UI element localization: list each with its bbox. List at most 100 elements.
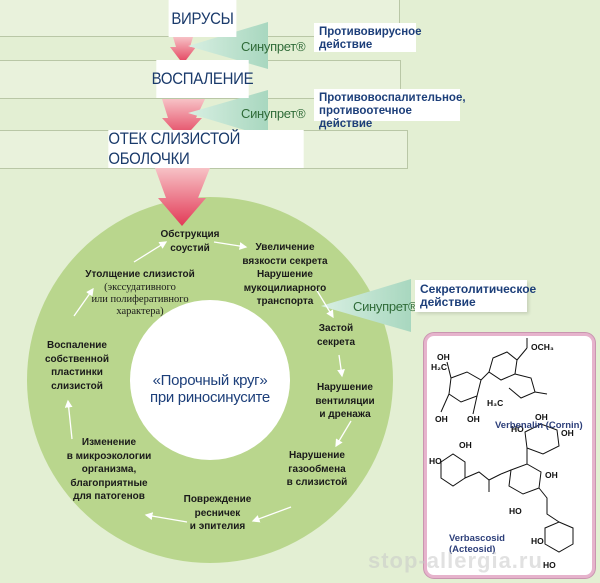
atom-label: OH [435,414,448,424]
cycle-step-thickening: Утолщение слизистой (экссудативного или … [80,268,200,318]
atom-label: H₃C [487,398,503,408]
step-line: Утолщение слизистой [85,269,195,280]
effect-secretolytic-line2: действие [420,295,476,309]
verbenalin-cyclopentanone [508,373,536,399]
atom-label: OH [437,352,450,362]
sinupret-label-3: Синупрет® [353,299,418,314]
verbenalin-pyran-ring [488,351,518,381]
step-line: Обструкция [160,229,220,240]
step-line: транспорта [256,296,314,307]
step-line: газообмена [288,463,346,475]
stage-edema-label: ОТЕК СЛИЗИСТОЙ ОБОЛОЧКИ [108,129,241,168]
step-subline: (экссудативного [104,281,176,293]
step-line: для патогенов [73,491,145,502]
verbascosid-propenoyl-chain [464,471,502,481]
sinupret-label-1: Синупрет® [241,39,306,54]
atom-label: HO [531,536,544,546]
step-line: Нарушение [317,382,373,393]
cycle-step-cilia-damage: Повреждение ресничек и эпителия [180,493,255,534]
verbascosid-ethyl-chain [538,487,560,523]
sinupret-triangle-1 [188,22,268,69]
cycle-step-gas-exchange: Нарушение газообмена в слизистой [282,449,352,490]
atom-label: OCH₃ [531,342,554,352]
effect-antiviral-line1: Противовирусное [319,26,422,38]
verbascosid-phenyl-ring [544,521,574,553]
atom-label: HO [511,424,524,434]
watermark: stop-allergia.ru [368,548,543,573]
sinupret-triangle-3 [321,279,411,332]
cycle-step-ventilation: Нарушение вентиляции и дренажа [310,381,380,422]
step-line: соустий [170,242,210,254]
atom-label: HO [429,456,442,466]
step-line: Воспаление [47,340,107,351]
cycle-arrow-3 [337,354,345,378]
atom-label: OH [535,412,548,422]
atom-label: OH [545,470,558,480]
cycle-step-lamina-inflammation: Воспаление собственной пластинки слизист… [44,339,110,393]
verbenalin-ch2-bond [446,361,452,379]
cycle-arrow-7 [64,399,73,440]
atom-label: OH [459,440,472,450]
verbascosid-ester-link [500,469,512,475]
chemical-structures-drawing: OH H₂C OCH₃ H₃C OH OH OH HO OH HO OH OH … [429,338,574,570]
verbenalin-oh-bond-1 [440,393,450,413]
effect-anti-inflammatory: Противовоспалительное, противоотечное де… [314,89,466,130]
cycle-center [130,300,290,460]
step-line: в микроэкологии [66,450,152,462]
step-line: и дренажа [319,409,371,420]
arrow-inflammation-to-edema [162,99,205,140]
verbascosid-caffeoyl-ring [440,453,466,487]
step-line: Нарушение [289,450,345,461]
effect-secretolytic: Секретолитическое действие [415,280,537,312]
cycle-title: «Порочный круг» при риносинусите [130,372,290,406]
step-line: в слизистой [286,477,348,488]
step-line: ресничек [194,507,241,519]
chemical-structures-panel: OH H₂C OCH₃ H₃C OH OH OH HO OH HO OH OH … [424,333,595,578]
verbascosid-glucose-ring [508,463,542,495]
effect-antiviral-line2: действие [319,39,373,51]
stage-inflammation-label: ВОСПАЛЕНИЕ [151,69,254,88]
cycle-arrow-8 [73,287,94,317]
compound-verbascosid-line2: (Acteosid) [449,544,496,555]
cycle-arrow-5 [251,506,292,523]
atom-label: H₂C [431,362,447,372]
step-subline: или полиферативного [91,293,189,305]
sinupret-triangle-2 [188,90,268,137]
step-line: секрета [316,336,356,348]
effect-secretolytic-line1: Секретолитическое [420,282,537,296]
verbenalin-ketone [534,391,548,395]
cycle-arrow-1 [213,241,248,250]
compound-verbascosid-label: Verbascosid (Acteosid) [449,533,505,555]
verbenalin-glycoside-bond [480,371,490,381]
stage-mucosal-edema: ОТЕК СЛИЗИСТОЙ ОБОЛОЧКИ [108,129,304,168]
stage-viruses: ВИРУСЫ [168,0,237,37]
compound-verbenalin-label: Verbenalin (Cornin) [495,420,583,431]
cycle-step-microecology: Изменение в микроэкологии организма, бла… [64,436,154,504]
sinupret-label-2: Синупрет® [241,106,306,121]
step-line: слизистой [51,380,103,392]
step-line: собственной [44,353,110,365]
stage-inflammation: ВОСПАЛЕНИЕ [152,60,254,98]
arrow-viruses-to-inflammation [170,37,196,64]
arrow-edema-to-cycle [155,168,210,226]
effect-anti-inflammatory-line2: противоотечное действие [319,105,412,130]
cycle-step-viscosity: Увеличение вязкости секрета Нарушение му… [230,241,340,309]
verbenalin-oh-bond-2 [472,395,478,415]
step-line: Нарушение [257,269,313,280]
cycle-step-stasis: Застой секрета [306,322,366,349]
cycle-arrow-9 [133,241,168,263]
effect-anti-inflammatory-line1: Противовоспалительное, [319,92,466,104]
step-line: организма, [81,464,137,475]
cycle-arrow-2 [315,288,334,319]
step-line: Повреждение [183,494,252,505]
step-line: Изменение [81,437,137,448]
cycle-step-obstruction: Обструкция соустий [150,228,230,255]
cycle-title-line1: «Порочный круг» [152,372,268,389]
stage-viruses-label: ВИРУСЫ [171,8,234,28]
step-line: благоприятные [70,477,148,489]
step-line: пластинки [51,367,103,378]
step-line: и эпителия [189,521,246,532]
verbenalin-ester-bond [516,347,528,361]
atom-label: HO [543,560,556,570]
